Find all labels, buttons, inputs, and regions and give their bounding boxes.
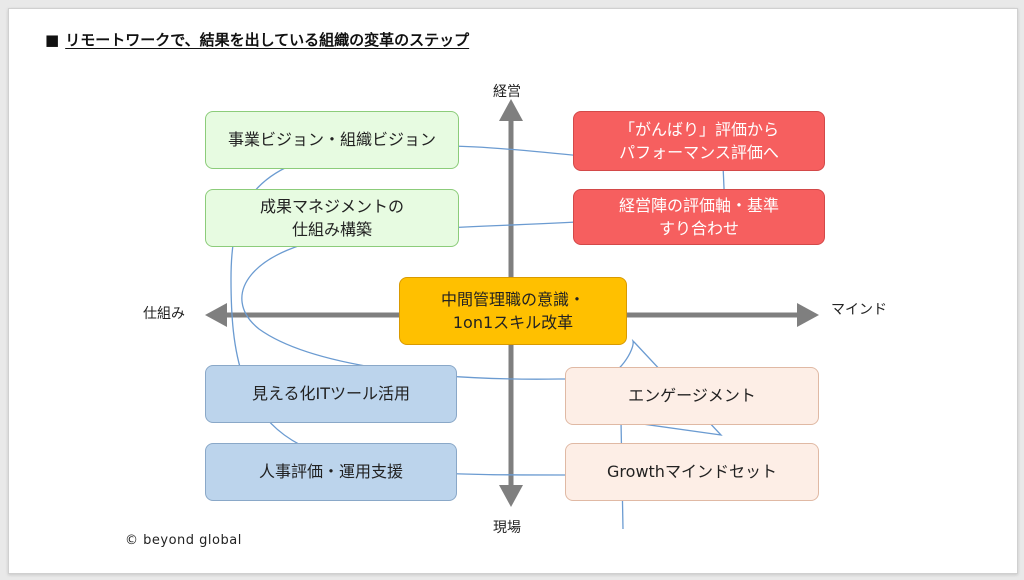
copyright-text: © beyond global (125, 533, 242, 548)
horizontal-axis-arrow-left (205, 303, 227, 327)
box-business-vision: 事業ビジョン・組織ビジョン (205, 111, 459, 169)
box-visualization-it-tools: 見える化ITツール活用 (205, 365, 457, 423)
box-engagement: エンゲージメント (565, 367, 819, 425)
box-performance-management: 成果マネジメントの 仕組み構築 (205, 189, 459, 247)
axis-label-left: 仕組み (143, 306, 185, 322)
horizontal-axis-arrow-right (797, 303, 819, 327)
box-hr-evaluation-support: 人事評価・運用支援 (205, 443, 457, 501)
box-growth-mindset: Growthマインドセット (565, 443, 819, 501)
title-bullet: ■ (45, 31, 60, 49)
title-text: リモートワークで、結果を出している組織の変革のステップ (65, 31, 470, 49)
slide: ■ リモートワークで、結果を出している組織の変革のステップ 経営 現場 仕組み マ… (8, 8, 1018, 574)
vertical-axis-arrow-top (499, 99, 523, 121)
page-title: ■ リモートワークで、結果を出している組織の変革のステップ (45, 29, 469, 50)
vertical-axis-arrow-bottom (499, 485, 523, 507)
box-performance-evaluation: 「がんばり」評価から パフォーマンス評価へ (573, 111, 825, 171)
box-executive-criteria: 経営陣の評価軸・基準 すり合わせ (573, 189, 825, 245)
axis-label-top: 経営 (493, 84, 521, 100)
axis-label-right: マインド (831, 302, 887, 318)
axis-label-bottom: 現場 (493, 520, 521, 536)
box-middle-management-reform: 中間管理職の意識・ 1on1スキル改革 (399, 277, 627, 345)
